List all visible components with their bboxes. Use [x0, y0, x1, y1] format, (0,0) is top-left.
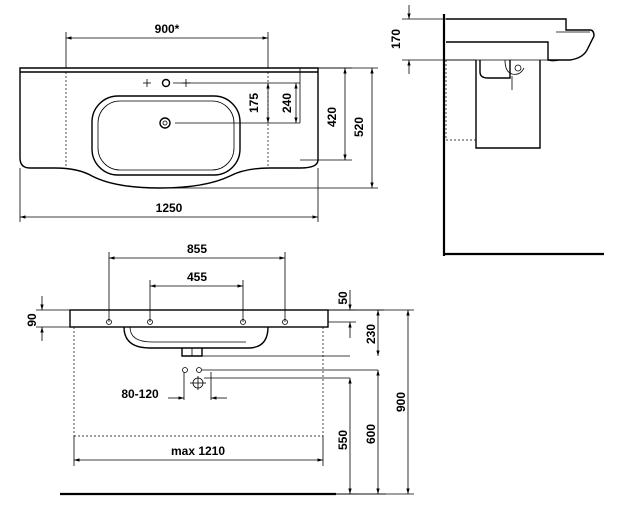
side-pedestal — [475, 60, 541, 149]
dim-550-label: 550 — [336, 430, 350, 450]
dim-50-label: 50 — [336, 291, 350, 305]
dim-420-label: 420 — [325, 107, 339, 127]
side-view: 170 — [389, 5, 604, 256]
dim-240-label: 240 — [280, 93, 294, 113]
drain-icon — [159, 117, 171, 129]
dim-600-label: 600 — [364, 424, 378, 444]
dim-230-label: 230 — [364, 324, 378, 344]
front-bowl — [123, 326, 269, 349]
dim-1250-label: 1250 — [156, 201, 183, 215]
bowl-inner — [97, 100, 235, 171]
dim-175-label: 175 — [247, 93, 261, 113]
dim-90-label: 90 — [25, 313, 39, 327]
dim-455-label: 455 — [187, 270, 207, 284]
bowl-outer — [91, 95, 241, 176]
dim-900-front-label: 900 — [394, 392, 408, 412]
dim-520-label: 520 — [352, 117, 366, 137]
dim-855-label: 855 — [187, 242, 207, 256]
dim-170-label: 170 — [389, 29, 403, 49]
dim-80-120-label: 80-120 — [121, 387, 159, 401]
dim-900-label: 900* — [155, 22, 180, 36]
side-basin-profile — [446, 18, 595, 61]
top-view: 900* 175 240 420 520 1250 — [19, 22, 378, 222]
front-view: 855 455 90 50 230 550 600 900 — [25, 242, 414, 496]
tap-hole-icon — [161, 78, 171, 88]
dim-max-1210-label: max 1210 — [171, 444, 225, 458]
